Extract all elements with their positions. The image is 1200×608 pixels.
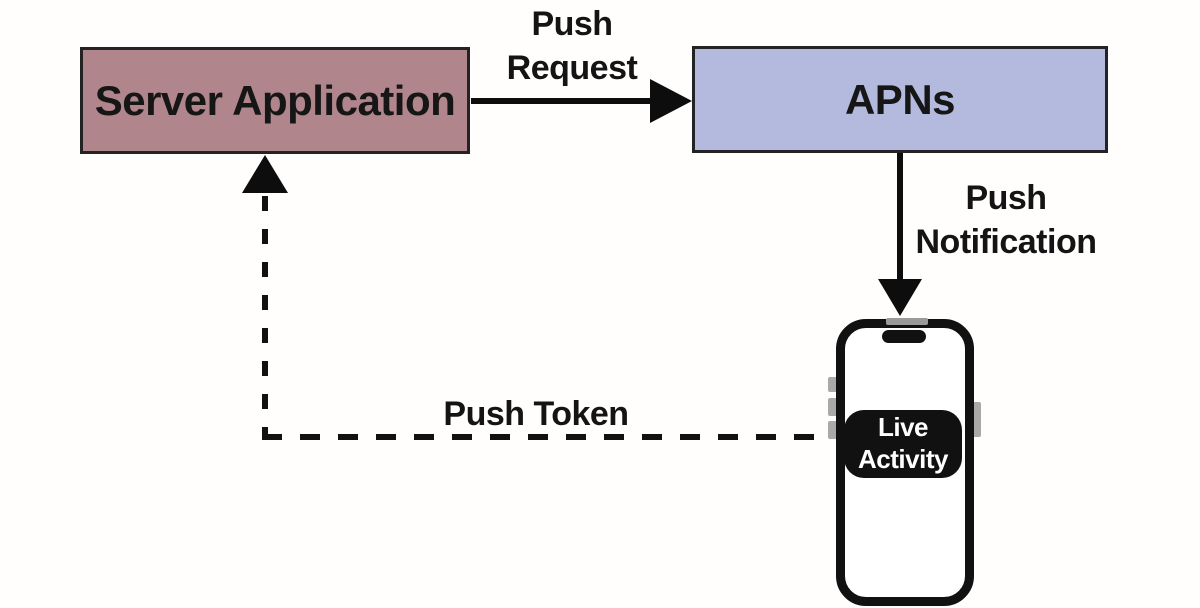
phone-power-button — [972, 402, 981, 437]
phone-top-speaker-notch — [886, 318, 928, 325]
dynamic-island — [882, 330, 926, 343]
push-notification-arrowhead-icon — [878, 279, 922, 316]
server-application-label: Server Application — [94, 76, 456, 124]
server-application-node: Server Application — [80, 47, 470, 154]
live-activity-badge: Live Activity — [844, 410, 962, 478]
push-token-arrowhead-icon — [242, 155, 288, 193]
phone-volume-up-button — [828, 398, 837, 416]
apns-label: APNs — [844, 75, 956, 123]
push-token-dashed-line-horizontal — [262, 434, 828, 440]
push-request-label: Push Request — [506, 5, 638, 88]
push-token-label: Push Token — [443, 395, 629, 433]
push-request-arrowhead-icon — [650, 79, 692, 123]
push-notification-arrow-line — [897, 153, 903, 281]
push-token-dashed-line-vertical — [262, 196, 268, 440]
push-request-arrow-line — [471, 98, 653, 104]
live-activity-label: Live Activity — [858, 412, 948, 474]
phone-mute-switch — [828, 377, 837, 392]
apns-node: APNs — [692, 46, 1108, 153]
phone-volume-down-button — [828, 421, 837, 439]
push-notification-label: Push Notification — [915, 179, 1097, 262]
